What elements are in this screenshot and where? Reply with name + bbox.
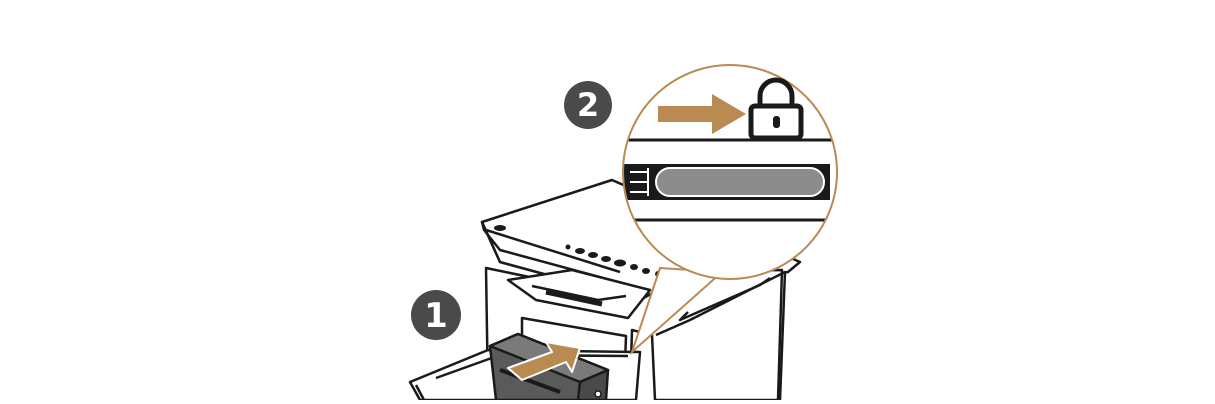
lock-slider-knob [655,167,825,197]
step-badge-2: 2 [564,81,612,129]
slide-right-arrow-icon [658,94,746,134]
output-tray [506,268,652,320]
control-panel [494,225,665,278]
callout-content [624,138,836,222]
slider-grip [630,168,649,196]
push-arrow-icon [507,341,581,381]
step-number-1: 1 [424,296,448,336]
lock-icon [748,77,804,141]
zoom-callout [622,64,838,356]
step-badge-1: 1 [411,290,461,340]
step-number-2: 2 [577,86,599,124]
